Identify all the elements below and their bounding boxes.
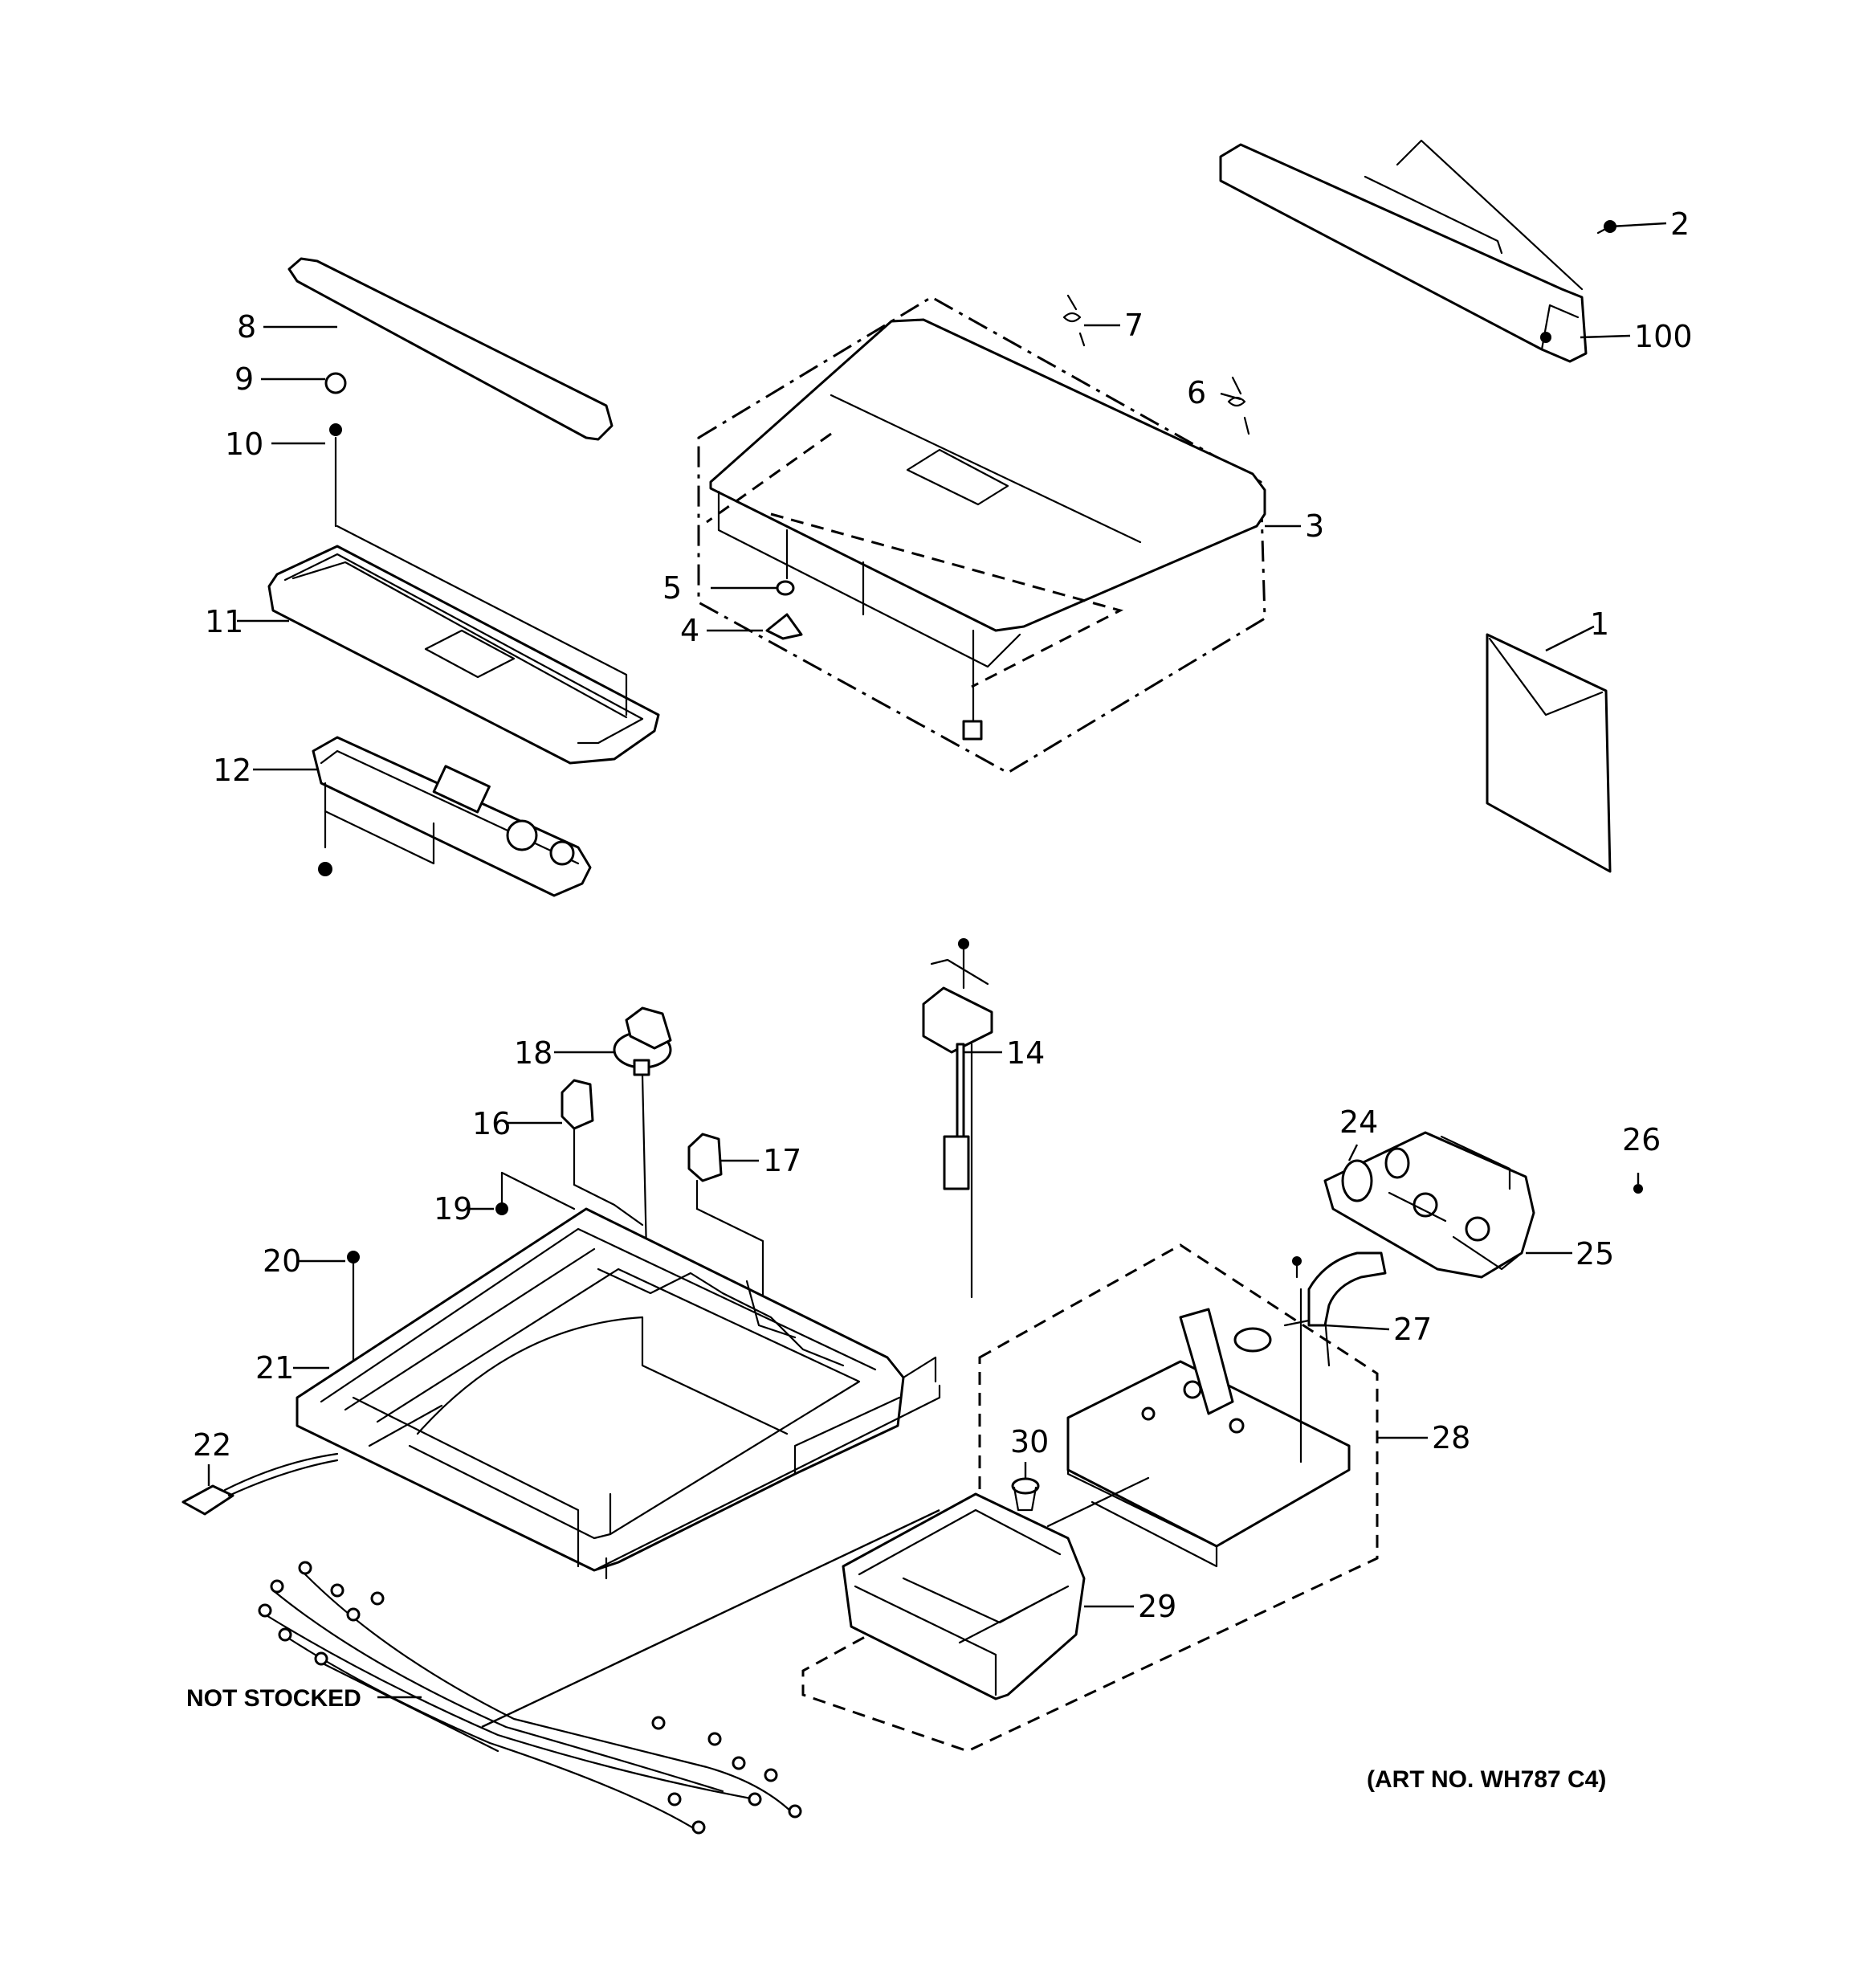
callout-10: 10 bbox=[225, 427, 263, 462]
top-console bbox=[296, 1207, 941, 1580]
callout-18: 18 bbox=[514, 1035, 552, 1071]
hinge-bushing bbox=[776, 580, 795, 596]
panel-screw bbox=[329, 423, 342, 528]
dispenser-assembly bbox=[801, 1243, 1379, 1753]
callout-30: 30 bbox=[1010, 1424, 1049, 1459]
callout-26: 26 bbox=[1622, 1122, 1661, 1157]
callout-29: 29 bbox=[1138, 1589, 1176, 1624]
callout-8: 8 bbox=[237, 309, 256, 345]
water-valve bbox=[1323, 1131, 1535, 1279]
lid-switch bbox=[922, 938, 993, 1299]
drawer-plug bbox=[1011, 1477, 1040, 1512]
valve-screw bbox=[1633, 1184, 1643, 1194]
callout-9: 9 bbox=[234, 361, 254, 397]
callout-25: 25 bbox=[1576, 1236, 1614, 1272]
callout-5: 5 bbox=[662, 570, 682, 606]
control-panel-end-cap bbox=[287, 257, 614, 441]
callout-7: 7 bbox=[1124, 308, 1143, 343]
knob bbox=[324, 372, 347, 394]
literature-envelope bbox=[1486, 633, 1612, 873]
fill-hose bbox=[1292, 1251, 1387, 1327]
lid-hinge bbox=[765, 613, 803, 640]
callout-22: 22 bbox=[193, 1427, 231, 1463]
not-stocked-label: NOT STOCKED bbox=[186, 1685, 361, 1712]
callout-100: 100 bbox=[1634, 319, 1693, 354]
callout-2: 2 bbox=[1670, 206, 1690, 242]
callout-4: 4 bbox=[680, 613, 699, 648]
pressure-switch bbox=[613, 1006, 672, 1255]
lid-spring-6 bbox=[1227, 376, 1250, 435]
art-number-label: (ART NO. WH787 C4) bbox=[1367, 1766, 1606, 1793]
callout-12: 12 bbox=[213, 753, 251, 788]
callout-20: 20 bbox=[263, 1243, 301, 1279]
wire-harness bbox=[258, 1561, 802, 1835]
lid-assembly bbox=[697, 296, 1266, 774]
control-panel-bezel bbox=[267, 525, 660, 765]
callout-19: 19 bbox=[434, 1191, 472, 1227]
control-board bbox=[312, 736, 592, 897]
callout-28: 28 bbox=[1432, 1420, 1470, 1455]
selector-switch-16 bbox=[561, 1079, 644, 1227]
callout-27: 27 bbox=[1393, 1312, 1432, 1347]
power-cord bbox=[181, 1452, 339, 1516]
callout-24: 24 bbox=[1339, 1104, 1378, 1140]
callout-21: 21 bbox=[255, 1350, 294, 1386]
selector-switch-17 bbox=[687, 1133, 764, 1319]
lid-spring-7 bbox=[1062, 294, 1086, 347]
callout-16: 16 bbox=[472, 1106, 511, 1141]
callout-1: 1 bbox=[1590, 606, 1609, 642]
callout-14: 14 bbox=[1006, 1035, 1045, 1071]
callout-3: 3 bbox=[1305, 508, 1324, 544]
callout-11: 11 bbox=[205, 604, 243, 639]
dispenser-drawer bbox=[842, 1476, 1150, 1700]
callout-6: 6 bbox=[1187, 375, 1206, 410]
leader-lines bbox=[207, 222, 1667, 1729]
screw-19 bbox=[495, 1171, 576, 1215]
callout-17: 17 bbox=[763, 1143, 801, 1178]
callouts: 2 100 7 6 3 1 8 9 10 11 12 5 4 14 18 16 … bbox=[186, 206, 1693, 1793]
rear-trim-panel bbox=[1219, 139, 1588, 363]
